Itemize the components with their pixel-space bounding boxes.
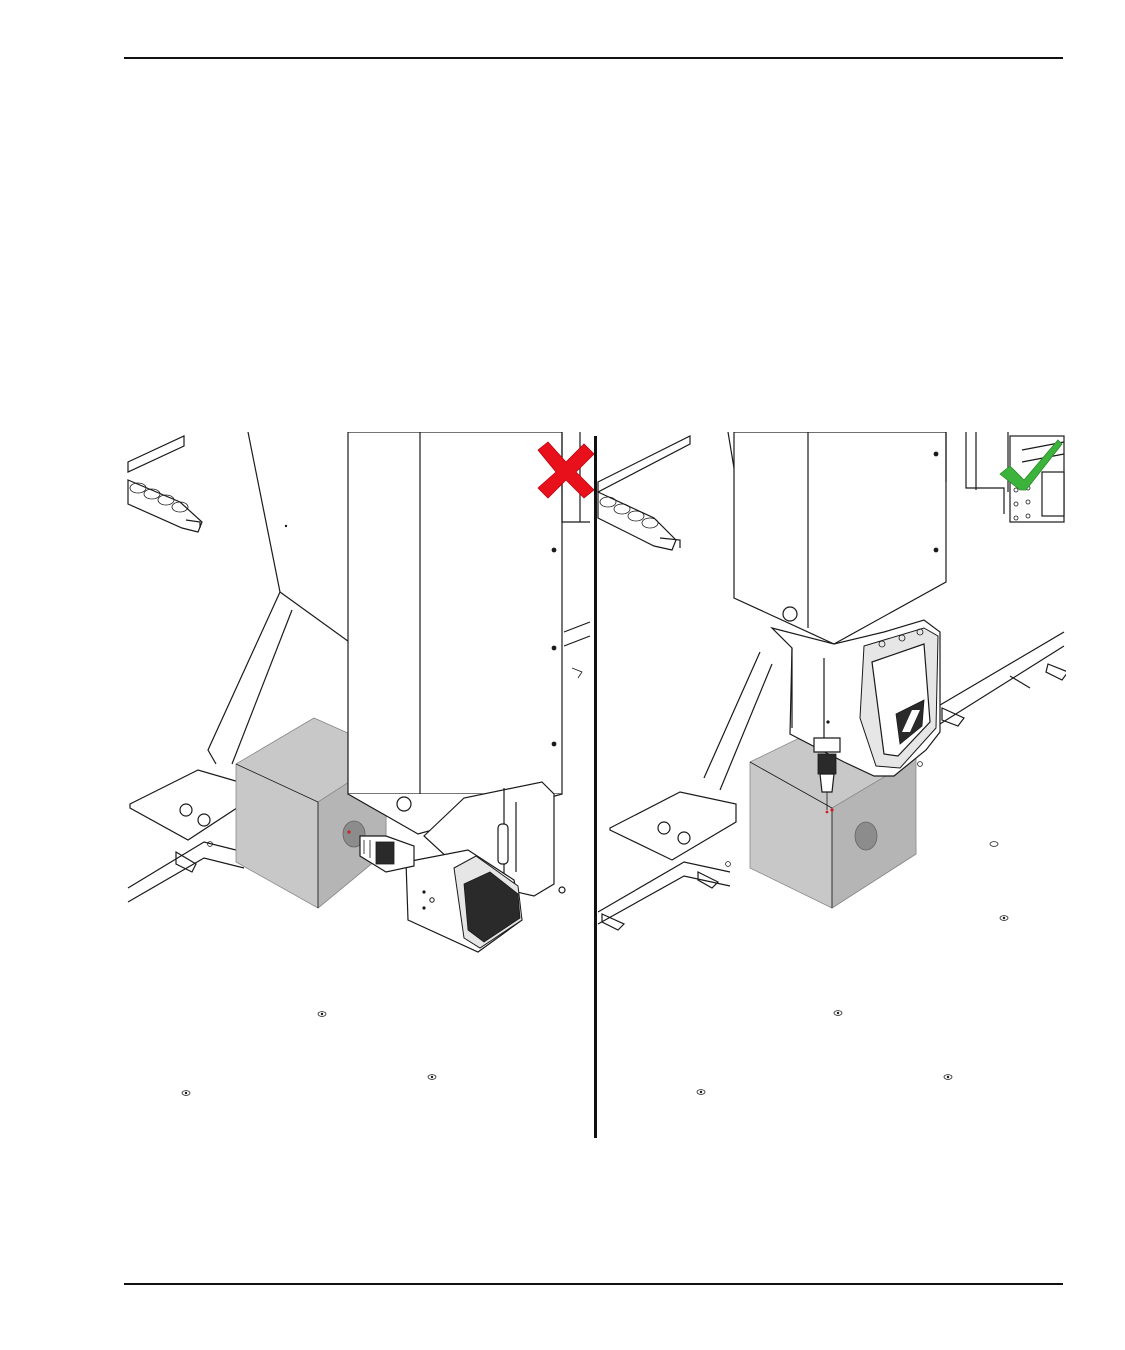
left-panel-incorrect xyxy=(127,432,595,1096)
spindle-column xyxy=(733,432,1005,645)
vertical-spindle-head xyxy=(770,619,941,814)
tool-carousel xyxy=(127,435,203,533)
panel-divider xyxy=(594,436,597,1138)
header-rule xyxy=(124,57,1063,59)
right-panel-correct xyxy=(597,432,1066,1095)
tool-carousel xyxy=(597,435,691,551)
figure-canvas: .ln { fill: none; stroke: #1a1a1a; strok… xyxy=(127,432,1066,1138)
machine-comparison-figure: .ln { fill: none; stroke: #1a1a1a; strok… xyxy=(124,432,1066,1140)
footer-rule xyxy=(124,1283,1063,1285)
check-mark-icon xyxy=(999,439,1063,491)
rotated-spindle-head xyxy=(359,781,555,953)
